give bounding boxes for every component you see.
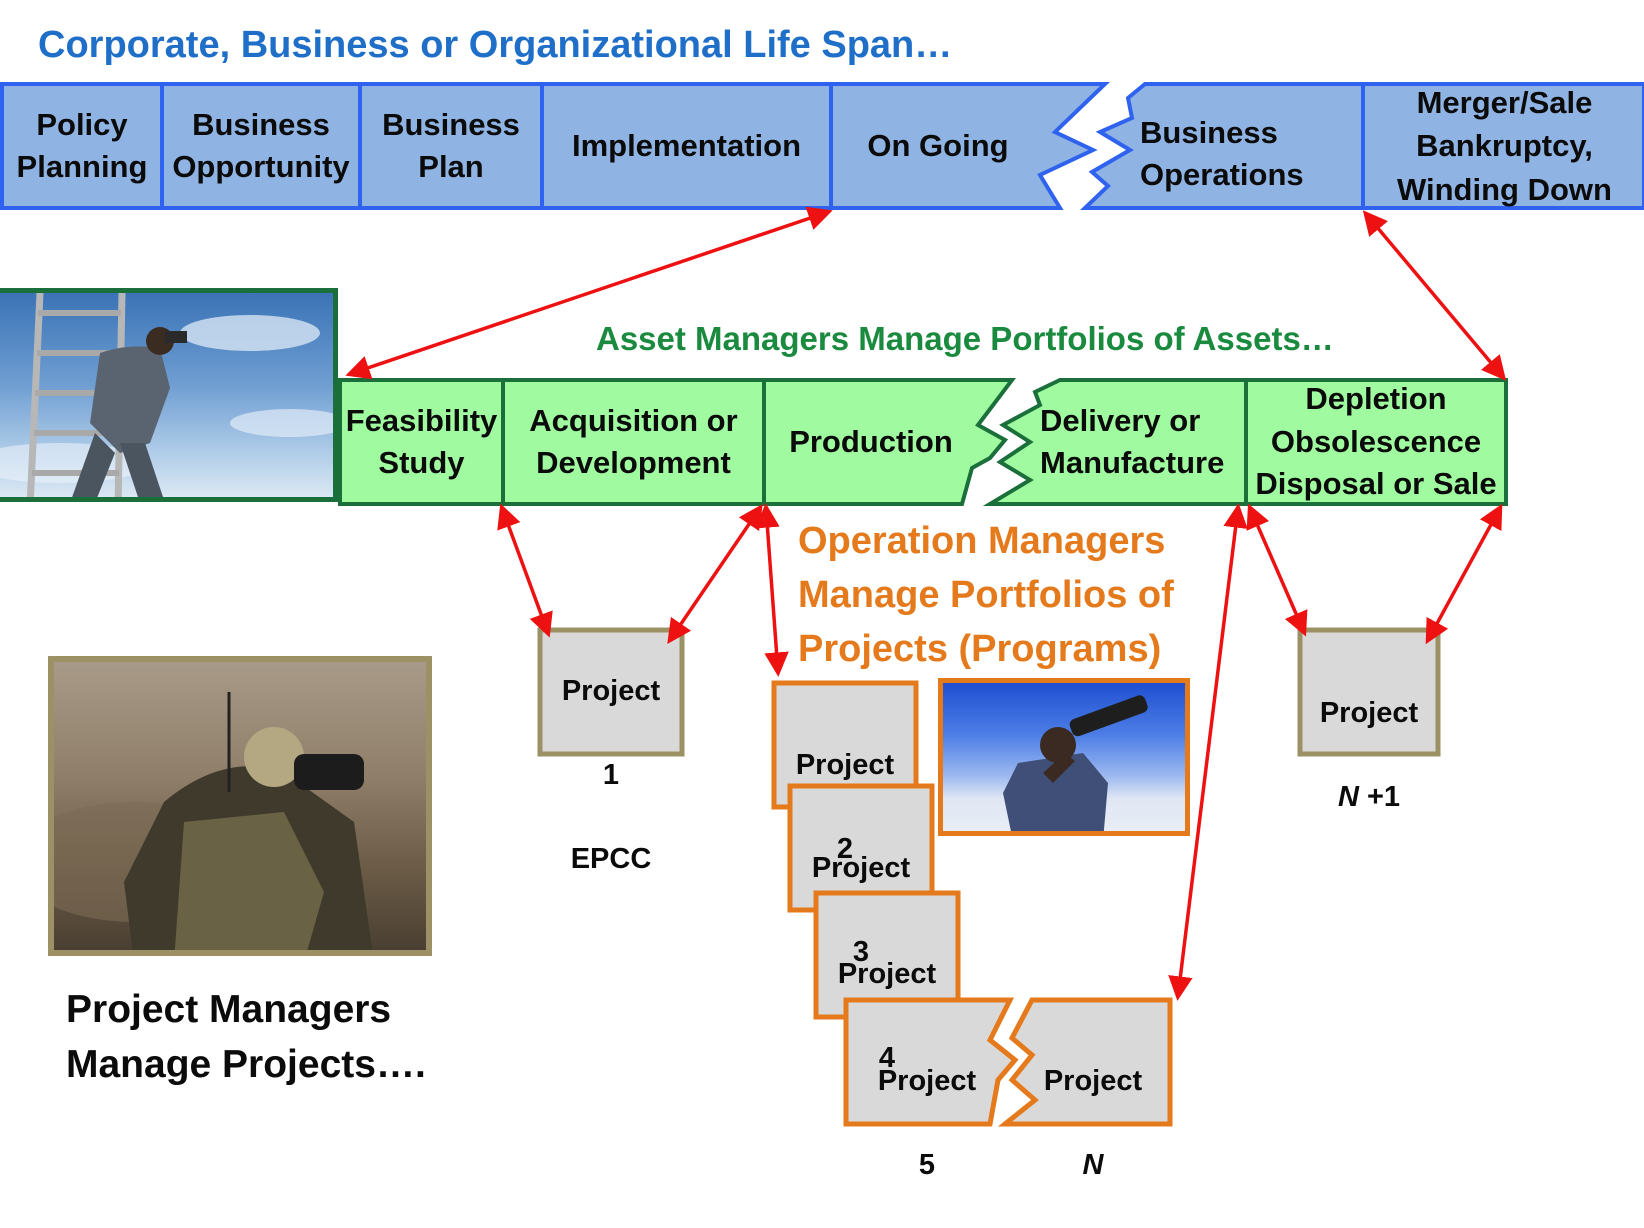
- project-n1-italic: N: [1337, 781, 1359, 814]
- project-n1-box: [1297, 627, 1441, 757]
- arrows: [345, 206, 1507, 1001]
- project-4-box: [813, 890, 961, 1020]
- project-n-line1: Project: [1043, 1065, 1143, 1098]
- project-n-label: Project N: [1022, 1018, 1164, 1228]
- project-n1-label: Project N +1: [1300, 650, 1438, 860]
- project-2-label: Project 2: [774, 702, 916, 912]
- project-1-line2: 1: [602, 759, 620, 792]
- pm-caption-line-2: Manage Projects….: [66, 1043, 426, 1086]
- project-2-line1: Project: [795, 749, 895, 782]
- phase-business-plan: Business Plan: [382, 107, 520, 184]
- lifespan-dividers: [160, 84, 1365, 208]
- project-3-line1: Project: [811, 852, 911, 885]
- arrow-feasibility-p1: [497, 503, 553, 638]
- operation-title-line-2: Manage Portfolios of: [798, 574, 1174, 616]
- asset-phase-production: Production: [789, 424, 953, 460]
- project-n1-line1: Project: [1319, 697, 1419, 730]
- arrow-depletion-pn1: [1425, 503, 1503, 645]
- project-4-line2: 4: [878, 1042, 896, 1075]
- phase-implementation: Implementation: [571, 128, 802, 164]
- asset-phase-acquisition: Acquisition or Development: [529, 403, 738, 480]
- pm-caption-line-1: Project Managers: [66, 988, 392, 1031]
- asset-dividers: [501, 380, 1248, 504]
- phase-business-operations: Business Operations: [1140, 115, 1304, 192]
- arrow-ongoing-feasibility: [345, 206, 833, 380]
- phase-on-going: On Going: [867, 128, 1009, 164]
- asset-phase-feasibility: Feasibility Study: [345, 403, 498, 480]
- pm-caption: Project Managers Manage Projects….: [66, 982, 426, 1092]
- project-5-label: Project 5: [856, 1018, 998, 1228]
- arrow-production-p2: [755, 503, 789, 677]
- operation-title-line-3: Projects (Programs): [798, 628, 1162, 670]
- project-5-box: [843, 997, 1019, 1127]
- project-1-box: [537, 627, 685, 757]
- soldier-binoculars-photo: [48, 656, 432, 956]
- asset-phase-delivery: Delivery or Manufacture: [1040, 403, 1225, 480]
- project-n-box: [997, 997, 1173, 1127]
- project-4-label: Project 4: [816, 911, 958, 1121]
- project-2-line2: 2: [836, 833, 854, 866]
- project-3-label: Project 3: [790, 805, 932, 1015]
- project-n1-suffix: +1: [1358, 781, 1401, 814]
- project-n-line2: N: [1082, 1149, 1104, 1182]
- project-1-line3: EPCC: [570, 843, 652, 876]
- project-3-line2: 3: [852, 936, 870, 969]
- project-4-line1: Project: [837, 958, 937, 991]
- project-n1-line2: N +1: [1300, 776, 1438, 818]
- arrow-acquisition-p1: [667, 503, 763, 645]
- project-5-line2: 5: [918, 1149, 936, 1182]
- arrow-delivery-pn1: [1246, 503, 1308, 637]
- asset-title: Asset Managers Manage Portfolios of Asse…: [596, 320, 1334, 357]
- diagram-shapes: [0, 82, 1644, 1127]
- operation-title: Operation Managers Manage Portfolios of …: [798, 514, 1174, 676]
- lifespan-title: Corporate, Business or Organizational Li…: [38, 24, 953, 66]
- asset-phase-depletion: Depletion Obsolescence Disposal or Sale: [1255, 380, 1497, 502]
- phase-business-opportunity: Business Opportunity: [172, 107, 350, 184]
- project-1-line1: Project: [561, 675, 661, 708]
- phase-merger-sale: Merger/Sale Bankruptcy, Winding Down: [1397, 84, 1612, 207]
- project-5-line1: Project: [877, 1065, 977, 1098]
- telescope-businessman-photo: [938, 678, 1190, 836]
- operation-title-line-1: Operation Managers: [798, 520, 1166, 562]
- phase-policy-planning: Policy Planning: [16, 107, 148, 184]
- arrow-merger-depletion: [1362, 210, 1507, 381]
- project-1-label: Project 1 EPCC: [540, 628, 682, 922]
- project-3-box: [787, 783, 935, 913]
- arrow-delivery-pn: [1168, 503, 1248, 1001]
- ladder-binoculars-photo: [0, 288, 338, 502]
